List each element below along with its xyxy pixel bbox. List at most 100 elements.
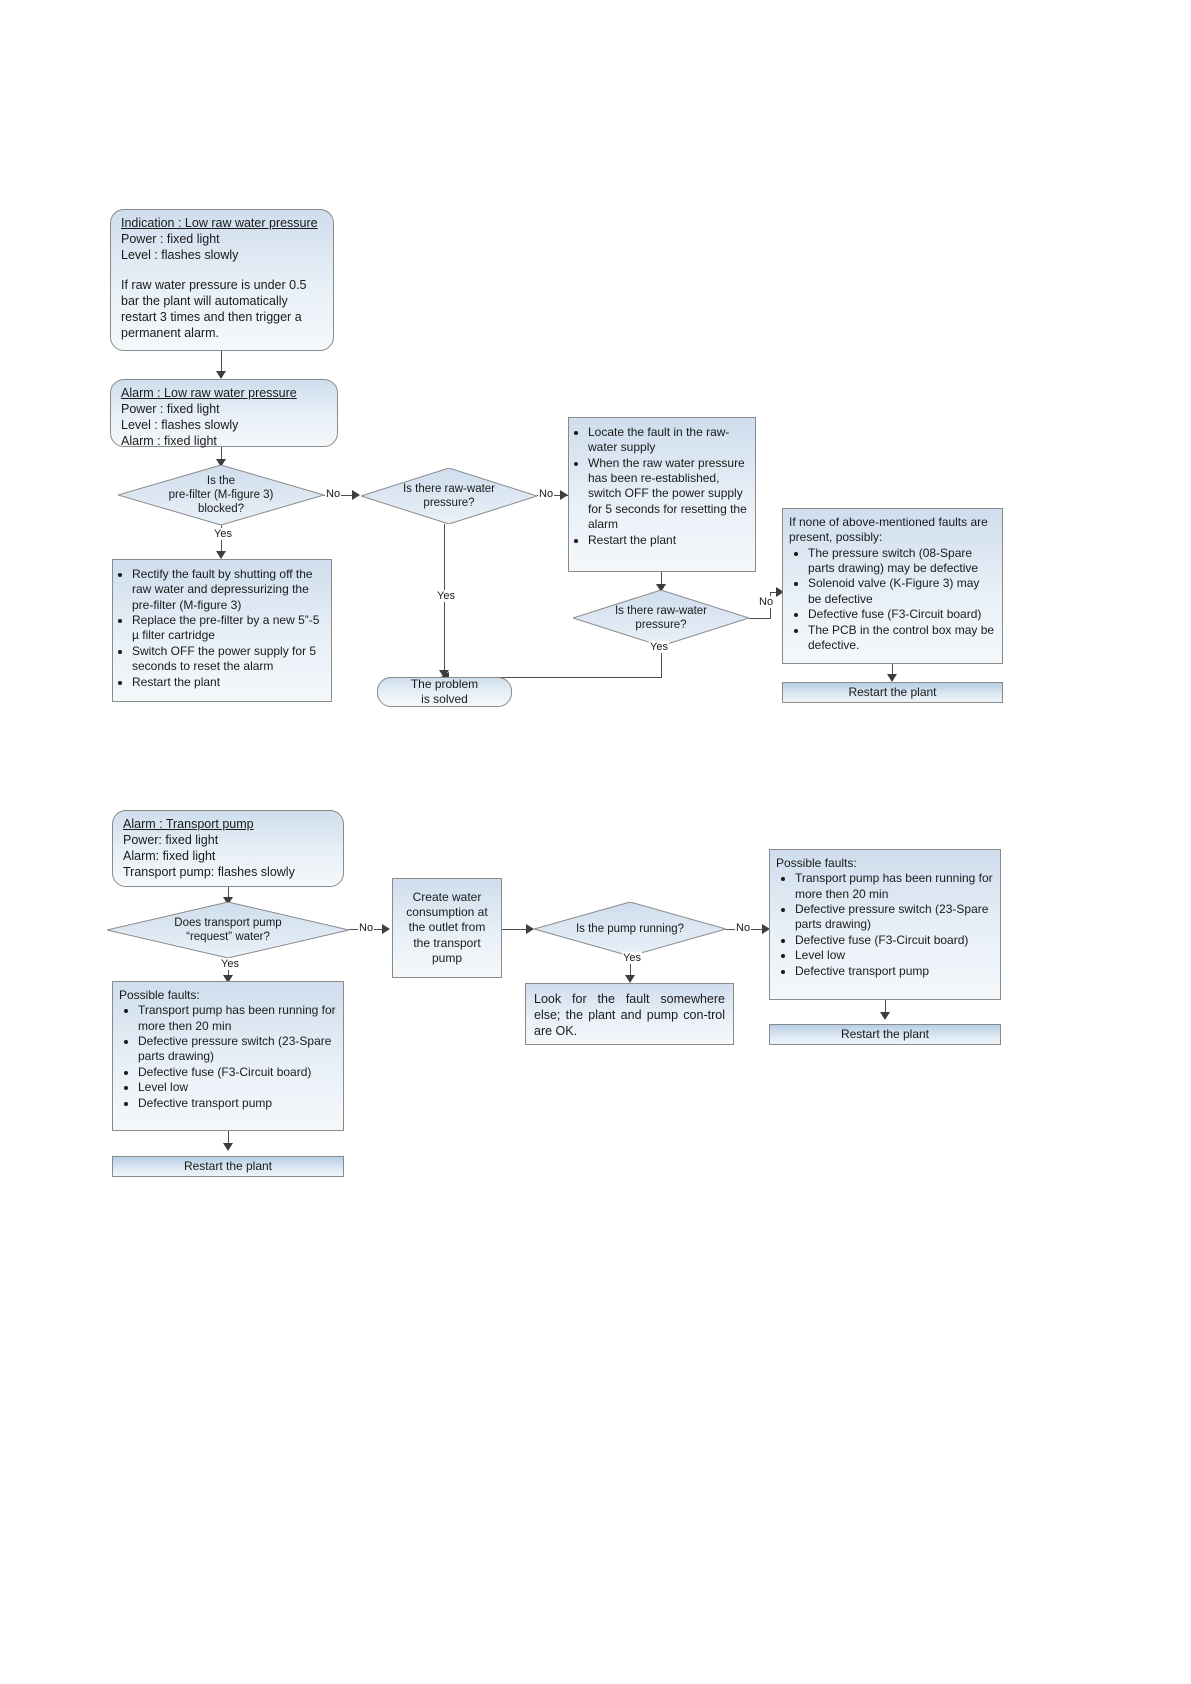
faults-left-item-4: Defective transport pump	[138, 1096, 337, 1111]
restart-plant-box-left: Restart the plant	[112, 1156, 344, 1177]
possible-faults-box-right: Possible faults: Transport pump has been…	[769, 849, 1001, 1000]
indication-level-line: Level : flashes slowly	[121, 248, 239, 262]
alarm-transport-pump-box: Alarm : Transport pump Power: fixed ligh…	[112, 810, 344, 887]
arrow-none-to-restart	[887, 674, 897, 682]
decision-pump-running: Is the pump running?	[534, 902, 726, 956]
edge-running-yes	[630, 956, 631, 980]
edge-rawwater2-no-h2	[770, 592, 780, 593]
decision-transport-pump-request: Does transport pump “request” water?	[107, 902, 349, 958]
edge-request-yes	[228, 958, 229, 982]
alarm-level-line: Level : flashes slowly	[121, 418, 239, 432]
possible-faults-left-list: Transport pump has been running for more…	[119, 1003, 337, 1111]
rectify-item-0: Rectify the fault by shutting off the ra…	[132, 567, 325, 613]
restart-plant-label-left: Restart the plant	[183, 1158, 273, 1173]
edge-faults-right-to-restart	[885, 1000, 886, 1016]
edge-rawwater2-yes-h	[444, 677, 662, 678]
none-item-2: Defective fuse (F3-Circuit board)	[808, 607, 996, 622]
decision-raw-water-1-shape	[361, 468, 537, 524]
arrow-rawwater2-no	[776, 587, 784, 597]
alarm-alarm-line: Alarm : fixed light	[121, 434, 217, 448]
arrow-request-yes	[223, 975, 233, 983]
decision-prefilter-shape	[118, 465, 324, 525]
faults-right-item-1: Defective pressure switch (23-Spare part…	[795, 902, 994, 933]
faults-left-item-2: Defective fuse (F3-Circuit board)	[138, 1065, 337, 1080]
edge-indication-to-alarm	[221, 351, 222, 373]
faults-left-item-1: Defective pressure switch (23-Spare part…	[138, 1034, 337, 1065]
create-water-consumption-box: Create water consumption at the outlet f…	[392, 878, 502, 978]
edge-label-yes-2: Yes	[436, 590, 456, 602]
arrow-create-to-running	[526, 924, 534, 934]
locate-item-2: Restart the plant	[588, 533, 749, 548]
arrow-indication-to-alarm	[216, 371, 226, 379]
locate-fault-list: Locate the fault in the raw-water supply…	[571, 425, 749, 548]
edge-create-to-running	[502, 929, 529, 930]
edge-rawwater2-no-h1	[749, 618, 771, 619]
edge-prefilter-yes	[221, 525, 222, 558]
none-of-above-faults-box: If none of above-mentioned faults are pr…	[782, 508, 1003, 664]
rectify-item-3: Restart the plant	[132, 675, 325, 690]
arrow-request-no	[382, 924, 390, 934]
decision-raw-water-pressure-2: Is there raw-water pressure?	[573, 590, 749, 646]
edge-label-yes-1: Yes	[213, 528, 233, 540]
indication-note: If raw water pressure is under 0.5 bar t…	[121, 278, 307, 340]
create-water-consumption-label: Create water consumption at the outlet f…	[406, 889, 488, 966]
decision-raw-water-1-label: Is there raw-water pressure?	[402, 482, 496, 509]
decision-request-label: Does transport pump “request” water?	[174, 916, 282, 943]
locate-item-1: When the raw water pressure has been re-…	[588, 456, 749, 533]
faults-right-item-2: Defective fuse (F3-Circuit board)	[795, 933, 994, 948]
edge-rawwater2-yes-v	[661, 646, 662, 677]
faults-right-item-4: Defective transport pump	[795, 964, 994, 979]
indication-power-line: Power : fixed light	[121, 232, 220, 246]
alarm-power-line: Power : fixed light	[121, 402, 220, 416]
none-of-above-list: The pressure switch (08-Spare parts draw…	[789, 546, 996, 654]
arrow-faults-right-to-restart	[880, 1012, 890, 1020]
edge-faults-left-to-restart	[228, 1131, 229, 1147]
decision-raw-water-2-label: Is there raw-water pressure?	[614, 604, 708, 631]
indication-heading: Indication : Low raw water pressure	[121, 216, 318, 230]
problem-solved-box: The problem is solved	[377, 677, 512, 707]
alarm-low-raw-water-pressure-box: Alarm : Low raw water pressure Power : f…	[110, 379, 338, 448]
arrow-faults-left-to-restart	[223, 1143, 233, 1151]
arrow-locate-to-rawwater2	[656, 584, 666, 592]
arrow-rawwater1-no	[560, 490, 568, 500]
transport-alarm-alarm-line: Alarm: fixed light	[123, 849, 216, 863]
faults-left-item-3: Level low	[138, 1080, 337, 1095]
indication-spacer	[121, 263, 325, 273]
none-item-0: The pressure switch (08-Spare parts draw…	[808, 546, 996, 577]
locate-item-0: Locate the fault in the raw-water supply	[588, 425, 749, 456]
edge-label-yes-3: Yes	[649, 641, 669, 653]
edge-label-no-2: No	[538, 488, 555, 500]
indication-low-raw-water-pressure-box: Indication : Low raw water pressure Powe…	[110, 209, 334, 351]
look-for-fault-label: Look for the fault somewhere else; the p…	[534, 992, 725, 1038]
alarm-heading: Alarm : Low raw water pressure	[121, 386, 297, 400]
edge-locate-to-rawwater2	[661, 572, 662, 588]
none-item-3: The PCB in the control box may be defect…	[808, 623, 996, 654]
rectify-item-1: Replace the pre-filter by a new 5”-5 µ f…	[132, 613, 325, 644]
edge-transport-alarm-to-request	[228, 887, 229, 901]
problem-solved-label: The problem is solved	[410, 676, 479, 706]
none-item-1: Solenoid valve (K-Figure 3) may be defec…	[808, 576, 996, 607]
edge-label-s2-yes-1: Yes	[220, 958, 240, 970]
rectify-fault-box: Rectify the fault by shutting off the ra…	[112, 559, 332, 702]
look-for-fault-box: Look for the fault somewhere else; the p…	[525, 983, 734, 1045]
decision-raw-water-2-shape	[573, 590, 749, 646]
possible-faults-right-list: Transport pump has been running for more…	[776, 871, 994, 979]
restart-plant-box-1: Restart the plant	[782, 682, 1003, 703]
transport-alarm-heading: Alarm : Transport pump	[123, 817, 254, 831]
faults-left-item-0: Transport pump has been running for more…	[138, 1003, 337, 1034]
decision-prefilter-label: Is the pre-filter (M-figure 3) blocked?	[168, 474, 274, 516]
edge-label-s2-no-2: No	[735, 922, 752, 934]
decision-prefilter-blocked: Is the pre-filter (M-figure 3) blocked?	[118, 465, 324, 525]
locate-fault-box: Locate the fault in the raw-water supply…	[568, 417, 756, 572]
decision-request-shape	[107, 902, 349, 958]
decision-raw-water-pressure-1: Is there raw-water pressure?	[361, 468, 537, 524]
arrow-transport-alarm-to-request	[223, 897, 233, 905]
none-of-above-intro: If none of above-mentioned faults are pr…	[789, 515, 988, 545]
rectify-item-2: Switch OFF the power supply for 5 second…	[132, 644, 325, 675]
restart-plant-box-right: Restart the plant	[769, 1024, 1001, 1045]
faults-right-item-3: Level low	[795, 948, 994, 963]
arrow-prefilter-yes	[216, 551, 226, 559]
transport-alarm-pump-line: Transport pump: flashes slowly	[123, 865, 295, 879]
decision-pump-running-label: Is the pump running?	[575, 922, 685, 935]
